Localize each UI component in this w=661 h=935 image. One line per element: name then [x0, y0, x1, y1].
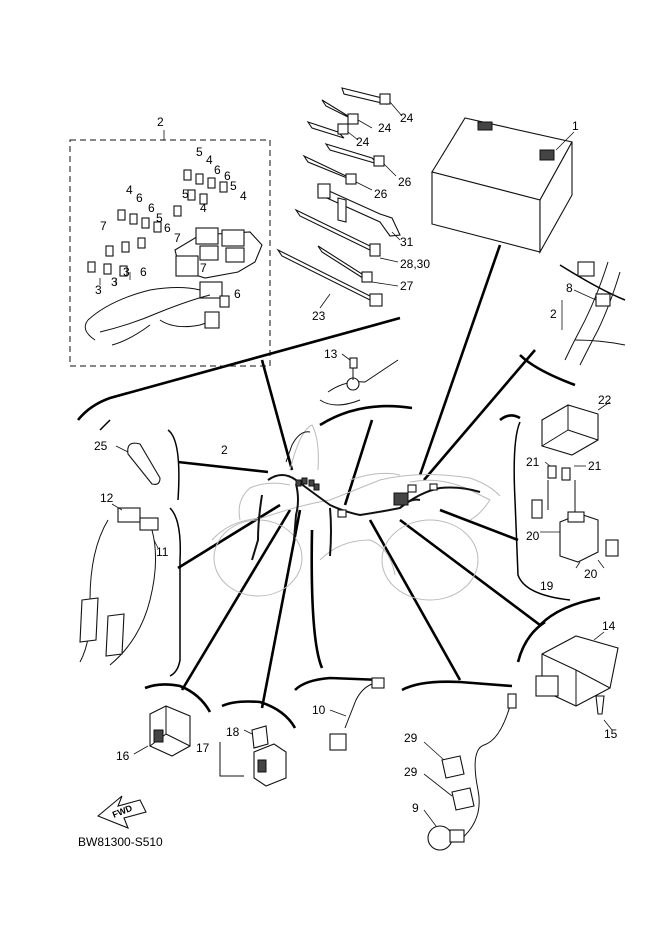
callout-14: 14 [602, 619, 616, 633]
callout-29-b: 29 [404, 765, 418, 779]
callout-7-b: 7 [174, 231, 181, 245]
callout-3-c: 3 [123, 265, 130, 279]
rectifier-regulator [535, 631, 619, 731]
callout-12: 12 [100, 491, 114, 505]
diagram-code: BW81300-S510 [78, 835, 163, 849]
callout-5-c: 5 [182, 187, 189, 201]
callout-31: 31 [400, 235, 414, 249]
motorcycle-silhouette [211, 424, 501, 601]
callout-26-a: 26 [398, 175, 412, 189]
callout-7-a: 7 [100, 219, 107, 233]
rear-harness-detail [561, 261, 626, 366]
callout-21-a: 21 [526, 455, 540, 469]
callout-26-b: 26 [374, 187, 388, 201]
oxygen-sensor [423, 693, 517, 851]
callout-4-b: 4 [206, 153, 213, 167]
callout-24-c: 24 [356, 135, 370, 149]
callout-2-c: 2 [221, 443, 228, 457]
cable-ties [276, 87, 403, 309]
callout-20-b: 20 [584, 567, 598, 581]
callout-1: 1 [572, 119, 579, 133]
callout-6-f: 6 [140, 265, 147, 279]
callout-28-30: 28,30 [400, 257, 430, 271]
callout-18: 18 [226, 725, 240, 739]
coupler [219, 725, 287, 787]
callout-27: 27 [400, 279, 414, 293]
callout-4-a: 4 [126, 183, 133, 197]
callout-24-b: 24 [378, 121, 392, 135]
callout-5-a: 5 [196, 145, 203, 159]
callout-29-a: 29 [404, 731, 418, 745]
clamp-bracket [115, 442, 161, 485]
callout-6-b: 6 [224, 169, 231, 183]
callout-3-b: 3 [111, 275, 118, 289]
callout-23: 23 [312, 309, 326, 323]
callout-10: 10 [312, 703, 326, 717]
callout-11: 11 [156, 545, 169, 559]
callout-2-a: 2 [157, 115, 164, 129]
callout-16: 16 [116, 749, 130, 763]
callout-5-b: 5 [230, 179, 237, 193]
battery [431, 117, 575, 255]
callout-24-a: 24 [400, 111, 414, 125]
callout-7-c: 7 [200, 261, 207, 275]
callout-19: 19 [540, 579, 554, 593]
relays [531, 401, 619, 569]
fuse-box-assembly [69, 130, 271, 367]
callout-20-a: 20 [526, 529, 540, 543]
callout-9: 9 [412, 801, 419, 815]
callout-lines [76, 244, 601, 729]
callout-6-e: 6 [164, 221, 171, 235]
forward-arrow: FWD [96, 795, 147, 829]
callout-25: 25 [94, 439, 108, 453]
callout-4-d: 4 [200, 201, 207, 215]
callout-5-d: 5 [156, 211, 163, 225]
callout-6-c: 6 [136, 191, 143, 205]
callout-21-b: 21 [588, 459, 602, 473]
ground-bolt [319, 353, 399, 406]
callout-6-a: 6 [214, 163, 221, 177]
main-wire-harness [251, 431, 481, 561]
callout-8: 8 [566, 281, 573, 295]
callout-17: 17 [196, 741, 210, 755]
callout-6-g: 6 [234, 287, 241, 301]
callout-6-d: 6 [148, 201, 155, 215]
left-sensors [79, 503, 159, 666]
flasher-relay [133, 705, 191, 757]
zone-boundaries [99, 264, 626, 677]
callout-22: 22 [598, 393, 612, 407]
callout-4-c: 4 [240, 189, 247, 203]
callout-labels: 1 2 2 2 3 3 3 4 4 4 4 5 5 5 5 6 6 6 6 6 … [94, 111, 618, 815]
callout-3-a: 3 [95, 283, 102, 297]
callout-15: 15 [604, 727, 618, 741]
speed-sensor [329, 677, 385, 751]
callout-2-b: 2 [550, 307, 557, 321]
callout-13: 13 [324, 347, 338, 361]
